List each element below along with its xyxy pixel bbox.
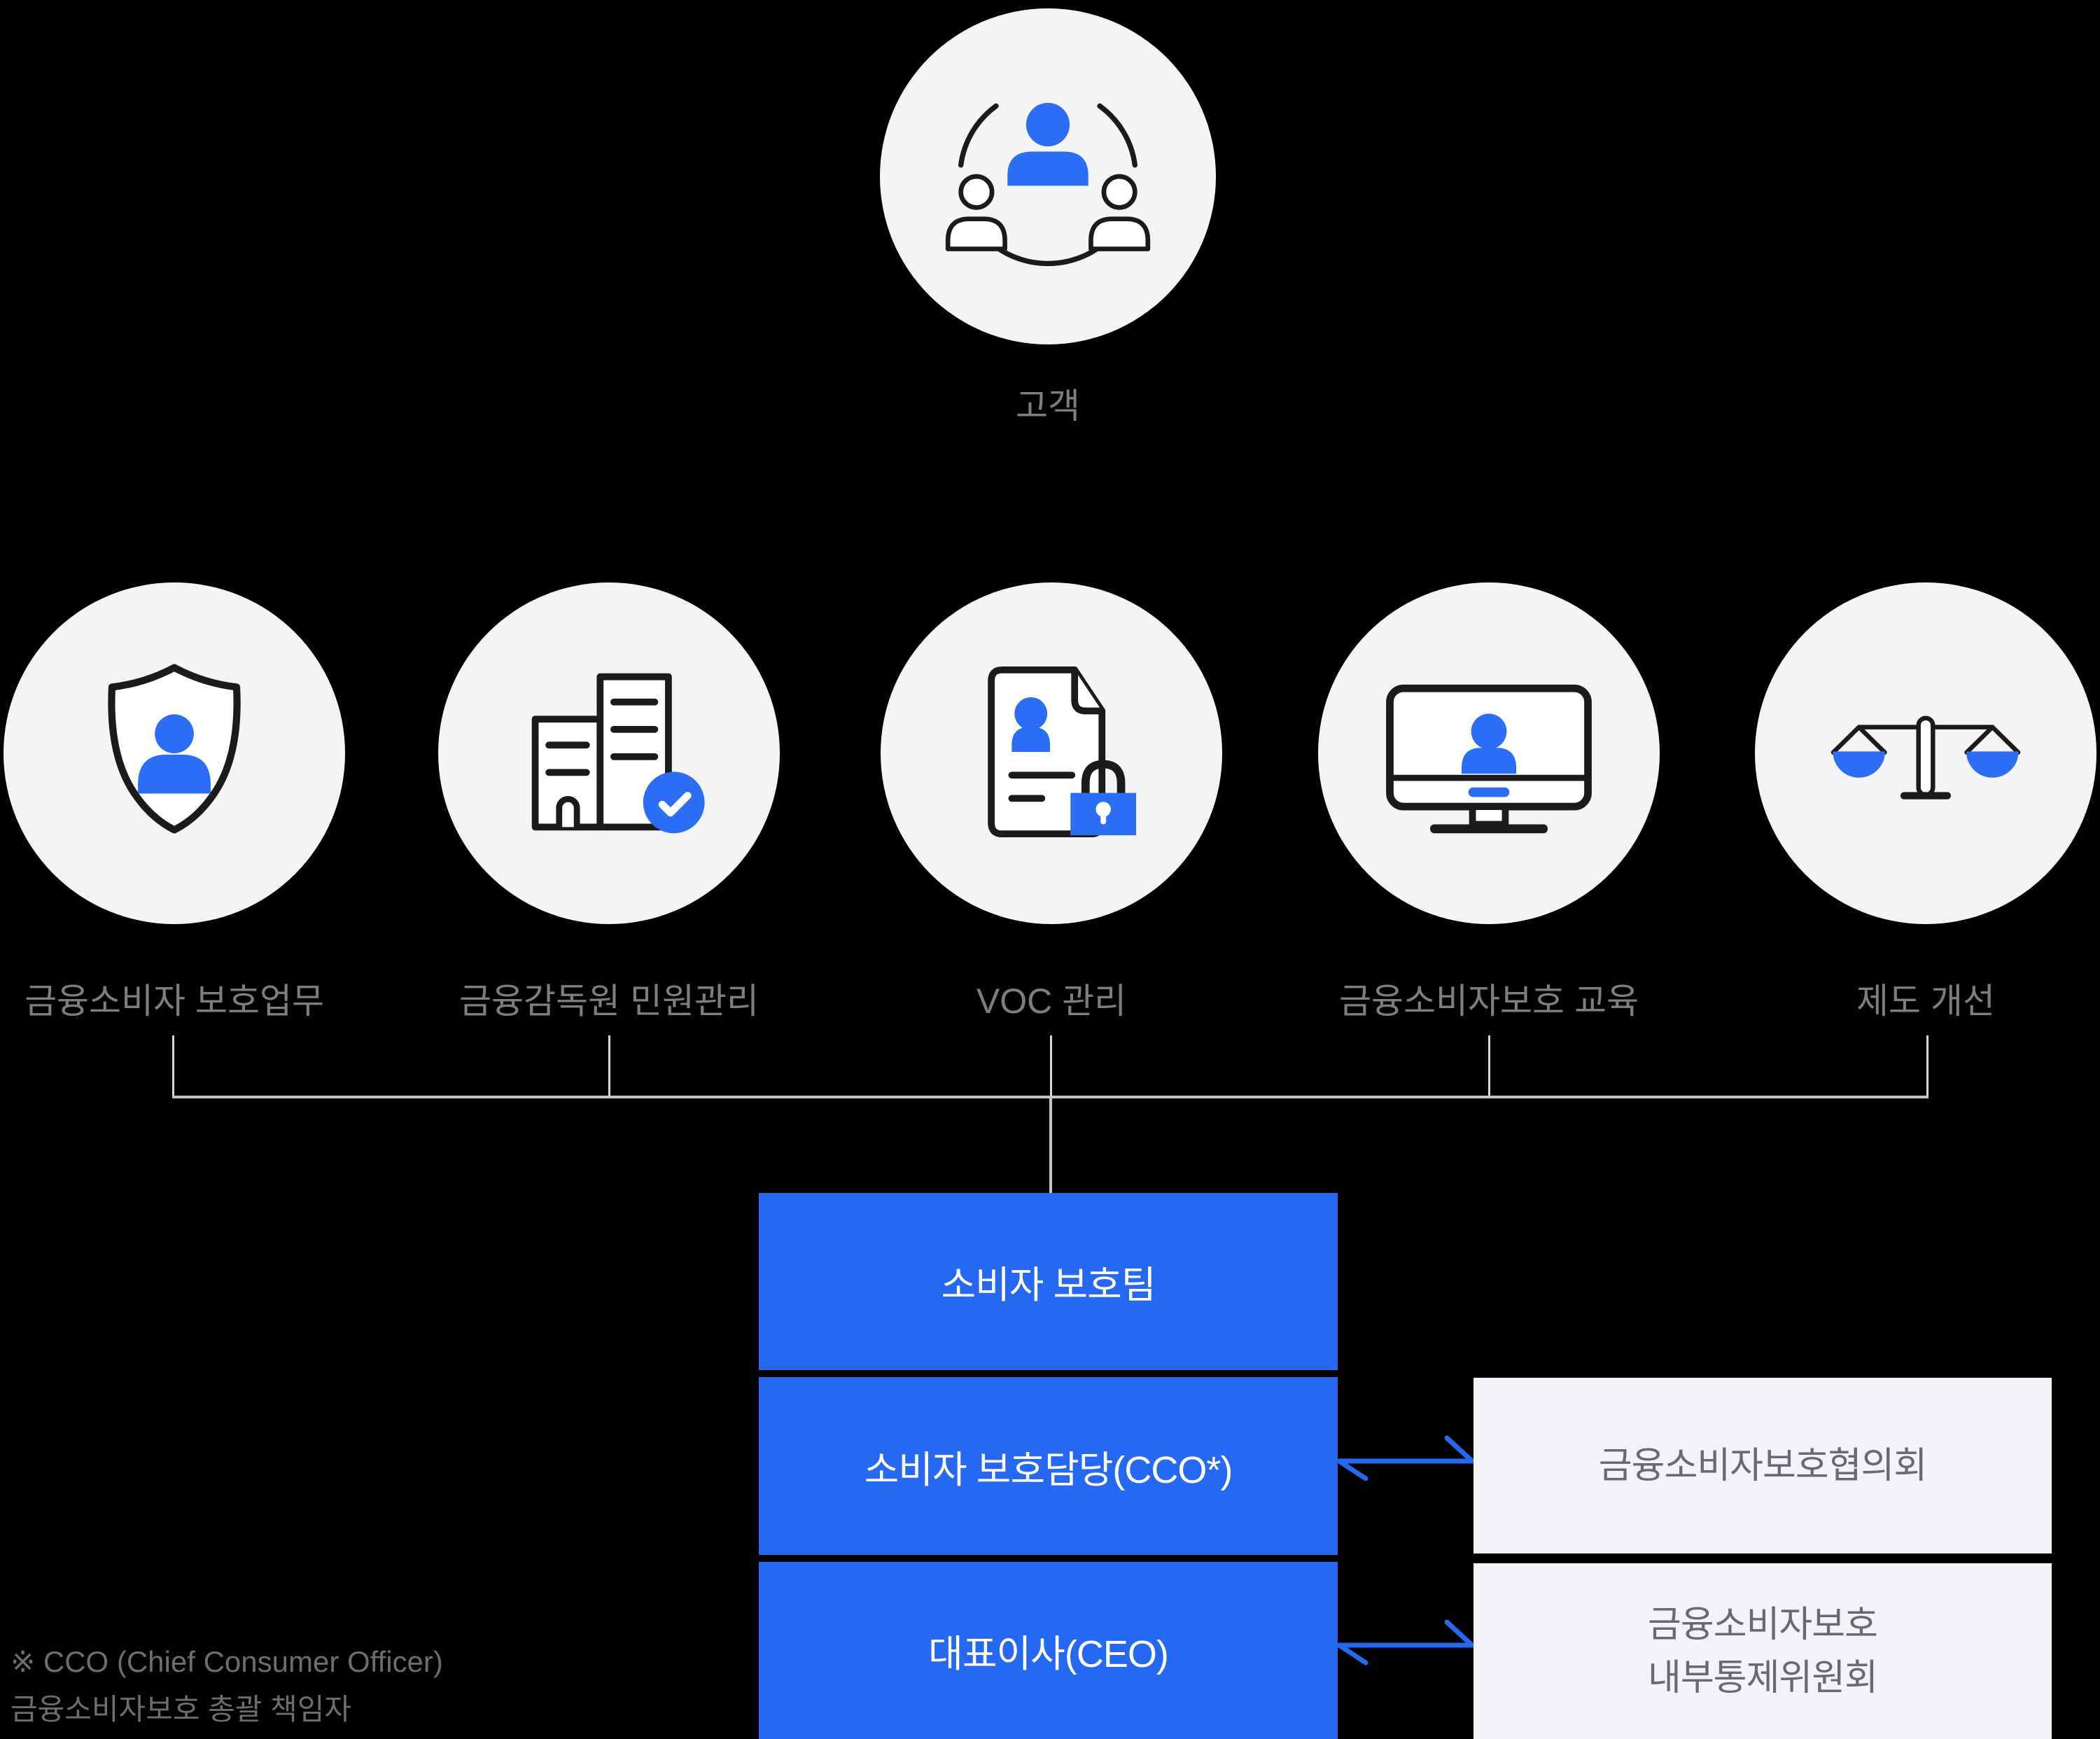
function-label: 제도 개선: [1856, 982, 1995, 1021]
org-box-label: 대표이사(CEO): [928, 1633, 1169, 1675]
panel-label-line: 금융소비자보호협의회: [1598, 1445, 1927, 1486]
cco-footnote: ※ CCO (Chief Consumer Officer) 금융소비자보호 총…: [10, 1638, 443, 1733]
customer-label: 고객: [1016, 386, 1080, 426]
connector-vertical-line: [1049, 1098, 1052, 1193]
function-node-complaints: [438, 582, 780, 924]
connector-stub: [1926, 1035, 1928, 1098]
customers-smile-icon: [945, 102, 1151, 267]
footnote-line-2: 금융소비자보호 총괄 책임자: [10, 1693, 352, 1726]
org-box-label: 소비자 보호담당(CCO*): [864, 1448, 1233, 1491]
org-box-consumer-protection-team: 소비자 보호팀: [759, 1193, 1338, 1370]
function-label: VOC 관리: [976, 982, 1127, 1021]
connector-stub: [608, 1035, 610, 1098]
function-node-voc: [881, 582, 1222, 924]
footnote-line-1: ※ CCO (Chief Consumer Officer): [10, 1645, 443, 1678]
function-label: 금융소비자 보호업무: [24, 982, 324, 1021]
panel-label-line: 금융소비자보호: [1648, 1604, 1878, 1645]
function-node-protection: [4, 582, 345, 924]
panel-consumer-protection-council: 금융소비자보호협의회: [1474, 1378, 2052, 1553]
bidirectional-arrow: [1338, 1619, 1474, 1665]
function-label: 금융소비자보호 교육: [1339, 982, 1639, 1021]
bidirectional-arrow: [1338, 1435, 1474, 1481]
org-box-label: 소비자 보호팀: [941, 1264, 1156, 1306]
document-lock-icon: [988, 666, 1137, 838]
function-node-improvement: [1755, 582, 2096, 924]
connector-stub: [1050, 1035, 1052, 1098]
panel-label-line: 내부통제위원회: [1648, 1657, 1878, 1698]
scales-icon: [1830, 715, 2021, 799]
function-node-education: [1318, 582, 1660, 924]
panel-internal-control-committee: 금융소비자보호 내부통제위원회: [1474, 1563, 2052, 1739]
function-label: 금융감독원 민원관리: [459, 982, 759, 1021]
monitor-user-icon: [1386, 684, 1592, 834]
customer-node: [880, 8, 1216, 344]
connector-horizontal-line: [172, 1096, 1928, 1098]
buildings-check-icon: [531, 673, 705, 834]
org-box-ceo: 대표이사(CEO): [759, 1562, 1338, 1739]
shield-user-icon: [108, 664, 241, 834]
connector-stub: [1488, 1035, 1490, 1098]
org-box-cco: 소비자 보호담당(CCO*): [759, 1377, 1338, 1555]
connector-stub: [172, 1035, 174, 1098]
